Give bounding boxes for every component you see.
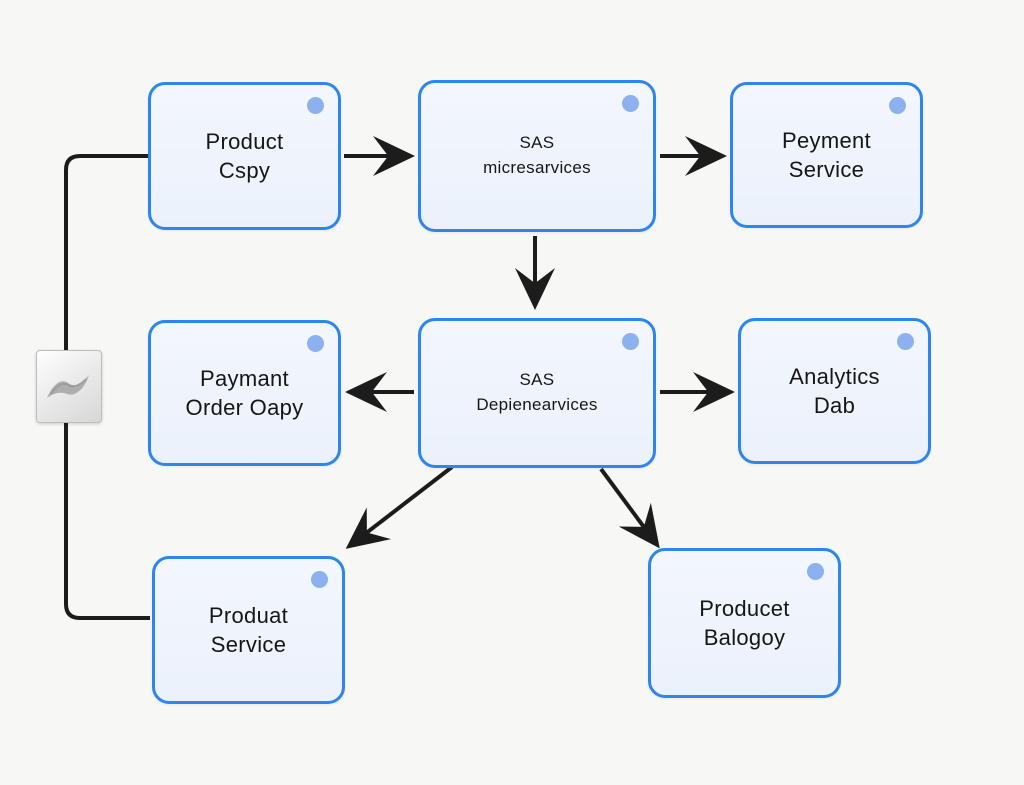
- node-sas-micresarvices[interactable]: SAS micresarvices: [418, 80, 656, 232]
- node-label: Paymant Order Oapy: [185, 365, 304, 420]
- node-label: Analytics Dab: [789, 363, 880, 418]
- edge-sas-depienearvices-to-producet-balogoy: [599, 467, 660, 549]
- node-corner-dot: [889, 97, 906, 114]
- node-label: SAS Depienearvices: [476, 370, 598, 414]
- node-corner-dot: [622, 95, 639, 112]
- node-peyment-service[interactable]: Peyment Service: [730, 82, 923, 228]
- node-produat-service[interactable]: Produat Service: [152, 556, 345, 704]
- node-paymant-order-oapy[interactable]: Paymant Order Oapy: [148, 320, 341, 466]
- node-label: Peyment Service: [782, 127, 871, 182]
- wave-swoosh-icon: [36, 350, 102, 423]
- node-corner-dot: [897, 333, 914, 350]
- node-sas-depienearvices[interactable]: SAS Depienearvices: [418, 318, 656, 468]
- node-corner-dot: [807, 563, 824, 580]
- node-corner-dot: [622, 333, 639, 350]
- node-corner-dot: [307, 335, 324, 352]
- node-product-cspy[interactable]: Product Cspy: [148, 82, 341, 230]
- node-producet-balogoy[interactable]: Producet Balogoy: [648, 548, 841, 698]
- node-label: Producet Balogoy: [699, 595, 790, 650]
- node-analytics-dab[interactable]: Analytics Dab: [738, 318, 931, 464]
- node-corner-dot: [311, 571, 328, 588]
- node-label: SAS micresarvices: [483, 133, 591, 177]
- node-corner-dot: [307, 97, 324, 114]
- edge-sas-depienearvices-to-produat-service: [345, 465, 454, 549]
- node-label: Produat Service: [208, 602, 289, 657]
- node-label: Product Cspy: [205, 128, 284, 183]
